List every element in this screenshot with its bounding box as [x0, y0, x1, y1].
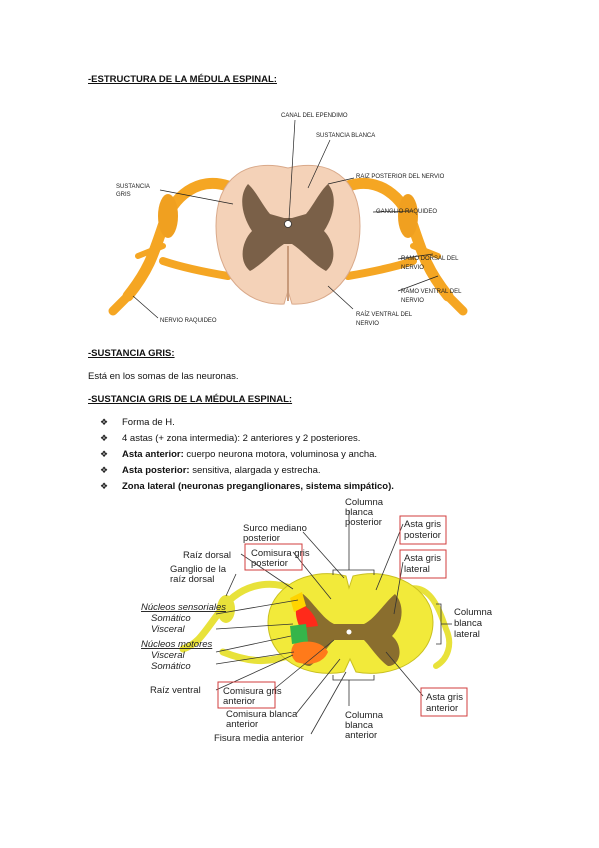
list-item: ❖4 astas (+ zona intermedia): 2 anterior…: [100, 430, 394, 446]
label-ganglio-2: raíz dorsal: [170, 574, 214, 585]
motor-somatic-nucleus: [291, 641, 328, 664]
diamond-bullet-icon: ❖: [100, 433, 109, 443]
label-raiz-ventral: Raíz ventral: [150, 685, 201, 696]
label-sustancia-gris-1: SUSTANCIA: [116, 184, 150, 190]
sustancia-gris-description: Está en los somas de las neuronas.: [88, 371, 239, 382]
pointer-lines: [215, 510, 452, 735]
label-somatico-motor: Somático: [151, 661, 191, 672]
label-fisura-media: Fisura media anterior: [214, 733, 304, 744]
label-visceral-sensorial: Visceral: [151, 624, 186, 635]
label-raiz-ventral-1: RAÍZ VENTRAL DEL: [356, 311, 413, 318]
sensory-visceral-nucleus: [290, 592, 306, 612]
label-columna-posterior-1: Columna: [345, 497, 384, 508]
label-comisura-posterior-1: Comisura gris: [251, 548, 310, 559]
label-comisura-blanca-1: Comisura blanca: [226, 709, 298, 720]
motor-visceral-nucleus: [290, 624, 308, 644]
label-surco-mediano-2: posterior: [243, 533, 280, 544]
label-asta-posterior-1: Asta gris: [404, 519, 441, 530]
label-canal-ependimo: CANAL DEL EPENDIMO: [281, 113, 348, 119]
sensory-somatic-nucleus: [295, 602, 318, 628]
label-raiz-posterior: RAIZ POSTERIOR DEL NERVIO: [356, 174, 445, 180]
label-columna-lateral-3: lateral: [454, 629, 480, 640]
label-columna-posterior-2: blanca: [345, 507, 374, 518]
diamond-bullet-icon: ❖: [100, 449, 109, 459]
label-surco-mediano-1: Surco mediano: [243, 523, 307, 534]
diamond-bullet-icon: ❖: [100, 417, 109, 427]
spinal-cord-structure-figure: CANAL DEL EPENDIMO SUSTANCIA BLANCA SUST…: [108, 113, 468, 327]
sustancia-gris-bullet-list: ❖Forma de H. ❖4 astas (+ zona intermedia…: [100, 414, 394, 494]
grey-matter-figure: Columna blanca posterior Surco mediano p…: [141, 497, 493, 744]
label-ganglio-1: Ganglio de la: [170, 564, 227, 575]
list-item: ❖Forma de H.: [100, 414, 394, 430]
diamond-bullet-icon: ❖: [100, 481, 109, 491]
diamond-bullet-icon: ❖: [100, 465, 109, 475]
label-ramo-dorsal-1: RAMO DORSAL DEL: [401, 256, 459, 262]
label-ramo-dorsal-2: NERVIO: [401, 265, 424, 271]
pointer-lines: [132, 119, 439, 319]
label-nervio-raquideo: NERVIO RAQUIDEO: [160, 318, 217, 324]
section-heading-sustancia-gris: -SUSTANCIA GRIS:: [88, 348, 175, 359]
section-heading-estructura: -ESTRUCTURA DE LA MÉDULA ESPINAL:: [88, 74, 277, 85]
label-asta-lateral-1: Asta gris: [404, 553, 441, 564]
label-raiz-ventral-2: NERVIO: [356, 321, 379, 327]
label-columna-anterior-2: blanca: [345, 720, 374, 731]
label-columna-posterior-3: posterior: [345, 517, 382, 528]
label-sustancia-gris-2: GRIS: [116, 192, 131, 198]
label-asta-anterior-2: anterior: [426, 703, 458, 714]
ganglion-right: [398, 194, 418, 238]
label-asta-anterior-1: Asta gris: [426, 692, 463, 703]
label-columna-lateral-2: blanca: [454, 618, 483, 629]
label-boxes: [217, 515, 468, 717]
label-asta-lateral-2: lateral: [404, 564, 430, 575]
list-item: ❖Asta posterior: sensitiva, alargada y e…: [100, 462, 394, 478]
central-canal: [284, 220, 292, 228]
label-ganglio-raquideo: GANGLIO RAQUIDEO: [376, 209, 437, 215]
label-visceral-motor: Visceral: [151, 650, 186, 661]
central-canal: [346, 629, 352, 635]
label-comisura-blanca-2: anterior: [226, 719, 258, 730]
label-nucleos-sensoriales: Núcleos sensoriales: [141, 602, 226, 613]
label-asta-posterior-2: posterior: [404, 530, 441, 541]
label-nucleos-motores: Núcleos motores: [141, 639, 213, 650]
label-columna-anterior-3: anterior: [345, 730, 377, 741]
label-ramo-ventral-1: RAMO VENTRAL DEL: [401, 289, 462, 295]
label-ramo-ventral-2: NERVIO: [401, 298, 424, 304]
label-comisura-anterior-1: Comisura gris: [223, 686, 282, 697]
label-columna-lateral-1: Columna: [454, 607, 493, 618]
ganglion-left: [158, 194, 178, 238]
section-heading-sustancia-gris-medula: -SUSTANCIA GRIS DE LA MÉDULA ESPINAL:: [88, 394, 293, 405]
dorsal-root-ganglion: [217, 595, 235, 623]
label-raiz-dorsal: Raíz dorsal: [183, 550, 231, 561]
list-item: ❖Zona lateral (neuronas preganglionares,…: [100, 478, 394, 494]
list-item: ❖Asta anterior: cuerpo neurona motora, v…: [100, 446, 394, 462]
label-somatico-sensorial: Somático: [151, 613, 191, 624]
label-sustancia-blanca: SUSTANCIA BLANCA: [316, 133, 375, 139]
label-columna-anterior-1: Columna: [345, 710, 384, 721]
label-comisura-posterior-2: posterior: [251, 558, 288, 569]
label-comisura-anterior-2: anterior: [223, 696, 255, 707]
